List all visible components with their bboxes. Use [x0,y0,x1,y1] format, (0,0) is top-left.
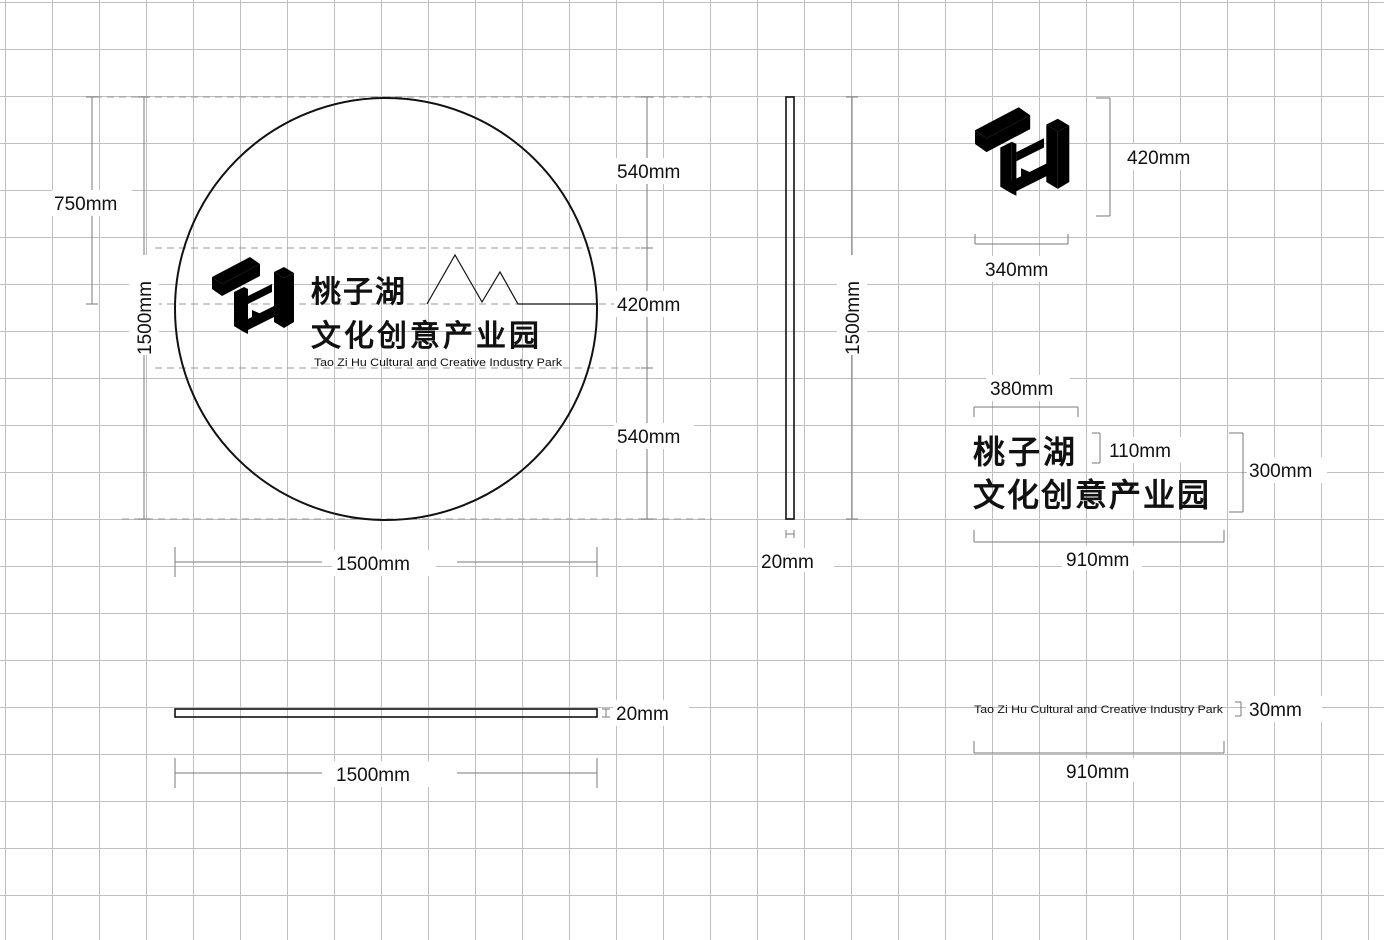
dim-text-block-width-label: 910mm [1066,550,1129,571]
label-bg [614,158,694,184]
label-bg [613,700,689,726]
dim-top-band-label: 540mm [617,162,680,183]
label-bg [1106,437,1186,463]
label-bg [837,255,867,355]
label-bg [758,548,834,572]
sign-side-profile [785,96,795,520]
dim-char-width-label: 380mm [990,379,1053,400]
dim-1500-height-label: 1500mm [135,281,156,355]
dim-char-height-label: 110mm [1109,441,1171,462]
label-bg [1062,758,1142,782]
label-bg [986,375,1070,401]
dim-bottom-band-label: 540mm [617,427,680,448]
text-detail: 380mm 桃子湖 文化创意产业园 110mm 300mm 910mm [973,375,1327,571]
side-view: 1500mm 20mm [758,96,867,573]
detail-english-name: Tao Zi Hu Cultural and Creative Industry… [974,704,1224,716]
sign-name-line2: 文化创意产业园 [311,319,542,353]
sign-circle-face [174,97,598,521]
detail-name-line2: 文化创意产业园 [973,477,1211,513]
dim-750-label: 750mm [54,194,117,215]
label-bg [614,291,694,317]
label-bg [1124,144,1204,170]
english-detail: Tao Zi Hu Cultural and Creative Industry… [973,696,1322,783]
top-view: 20mm 1500mm [174,700,689,788]
label-bg [129,255,159,355]
dim-side-depth-label: 20mm [761,552,814,573]
dim-face-width-label: 1500mm [336,554,410,575]
label-bg [614,423,694,449]
isometric-ta-logo-detail-icon [975,107,1070,196]
label-bg [1246,696,1322,722]
label-bg [1062,546,1142,570]
logo-detail: 420mm 340mm [974,97,1204,282]
label-bg [332,550,436,576]
isometric-ta-logo-icon [212,257,294,334]
label-bg [332,761,436,787]
dim-top-depth-label: 20mm [616,704,669,725]
sign-top-profile [174,708,598,718]
dim-text-block-height-label: 300mm [1249,461,1312,482]
front-view: 桃子湖 文化创意产业园 Tao Zi Hu Cultural and Creat… [52,96,712,577]
sign-name-line1: 桃子湖 [311,276,407,309]
dim-logo-band-label: 420mm [617,295,680,316]
label-bg [1247,457,1327,483]
dim-logo-height-label: 420mm [1127,148,1190,169]
dim-english-width-label: 910mm [1066,762,1129,783]
dim-logo-width-label: 340mm [985,260,1048,281]
dim-english-height-label: 30mm [1249,700,1302,721]
sign-english-name: Tao Zi Hu Cultural and Creative Industry… [314,357,563,369]
dim-side-height-label: 1500mm [843,281,864,355]
label-bg [982,256,1062,282]
detail-name-line1: 桃子湖 [973,434,1078,470]
label-bg [52,190,132,216]
mountain-line-icon [426,253,598,305]
dim-top-width-label: 1500mm [336,765,410,786]
